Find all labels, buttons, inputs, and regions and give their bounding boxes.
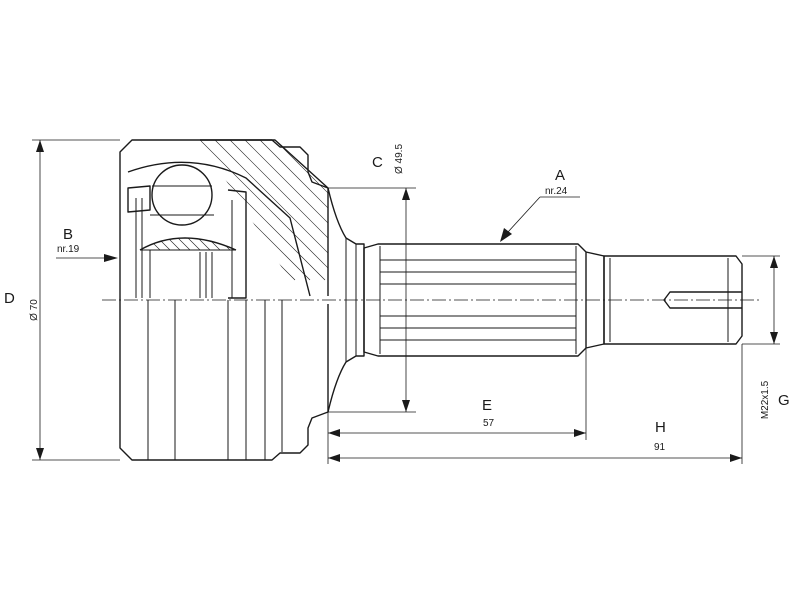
splined-shaft (363, 243, 587, 357)
inner-race-hatch (140, 238, 236, 250)
ball-cage-line (150, 185, 214, 216)
dimension-b (56, 254, 118, 262)
dimension-h (327, 344, 743, 464)
label-c-value: Ø 49.5 (394, 144, 405, 174)
label-e-letter: E (482, 397, 492, 414)
dimension-d (32, 139, 120, 461)
dimension-a (500, 196, 580, 242)
label-d-letter: D (4, 290, 15, 307)
label-h-letter: H (655, 419, 666, 436)
label-a-letter: A (555, 167, 565, 184)
label-b-letter: B (63, 226, 73, 243)
inner-race (127, 185, 247, 299)
label-b-value: nr.19 (57, 244, 80, 255)
housing-inner-wall (200, 139, 329, 189)
dimension-c (328, 187, 416, 413)
dimension-e (327, 348, 587, 440)
label-e-value: 57 (483, 418, 495, 429)
label-a-value: nr.24 (545, 186, 568, 197)
label-g-value: M22x1.5 (760, 380, 771, 419)
label-c-letter: C (372, 154, 383, 171)
housing-inner-curve (127, 161, 311, 297)
dimension-g (742, 255, 780, 345)
label-g-letter: G (778, 392, 790, 409)
label-h-value: 91 (654, 442, 666, 453)
label-d-value: Ø 70 (29, 299, 40, 321)
outer-housing (119, 139, 329, 461)
ball (151, 164, 213, 226)
